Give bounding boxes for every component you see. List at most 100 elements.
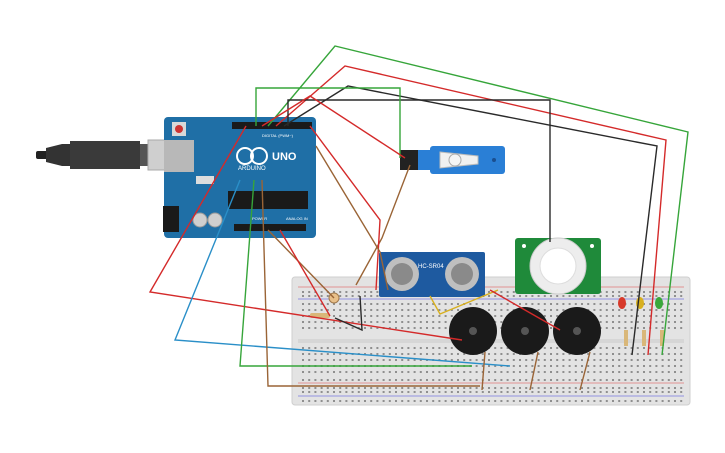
breadboard-hole bbox=[407, 303, 410, 305]
breadboard-hole bbox=[593, 379, 596, 381]
breadboard-hole bbox=[438, 347, 441, 349]
breadboard-hole bbox=[556, 365, 559, 367]
breadboard-hole bbox=[605, 400, 608, 402]
breadboard-hole bbox=[481, 391, 484, 393]
breadboard-hole bbox=[376, 315, 379, 317]
breadboard-hole bbox=[674, 291, 676, 293]
breadboard-hole bbox=[407, 379, 410, 381]
breadboard-hole bbox=[444, 353, 447, 355]
breadboard-hole bbox=[438, 315, 441, 317]
breadboard-hole bbox=[630, 315, 633, 317]
breadboard-hole bbox=[643, 321, 645, 323]
breadboard-hole bbox=[605, 359, 608, 361]
breadboard-hole bbox=[667, 347, 670, 349]
breadboard-hole bbox=[438, 327, 441, 329]
breadboard-hole bbox=[562, 365, 565, 367]
breadboard-hole bbox=[494, 303, 497, 305]
wire-red-pir bbox=[489, 289, 561, 331]
breadboard-hole bbox=[326, 347, 329, 349]
breadboard-hole bbox=[333, 391, 335, 393]
breadboard-hole bbox=[500, 353, 503, 355]
breadboard-hole bbox=[630, 400, 633, 402]
breadboard-hole bbox=[593, 371, 596, 373]
breadboard-hole bbox=[562, 303, 565, 305]
breadboard-hole bbox=[624, 400, 627, 402]
breadboard-hole bbox=[624, 365, 627, 367]
breadboard-hole bbox=[556, 315, 559, 317]
breadboard-hole bbox=[438, 379, 441, 381]
breadboard-hole bbox=[512, 295, 515, 297]
breadboard-hole bbox=[419, 309, 422, 311]
breadboard-hole bbox=[618, 315, 621, 317]
breadboard-hole bbox=[438, 387, 441, 389]
breadboard-hole bbox=[450, 303, 453, 305]
breadboard-hole bbox=[674, 379, 676, 381]
breadboard-hole bbox=[550, 359, 552, 361]
breadboard-hole bbox=[488, 371, 490, 373]
breadboard-hole bbox=[661, 391, 664, 393]
breadboard-hole bbox=[388, 379, 391, 381]
breadboard-hole bbox=[550, 315, 552, 317]
breadboard-hole bbox=[302, 400, 304, 402]
breadboard-hole bbox=[450, 371, 453, 373]
breadboard-hole bbox=[388, 387, 391, 389]
breadboard-hole bbox=[593, 391, 596, 393]
breadboard-hole bbox=[525, 379, 528, 381]
breadboard-hole bbox=[543, 387, 546, 389]
breadboard-hole bbox=[599, 295, 602, 297]
breadboard-hole bbox=[333, 387, 335, 389]
piezo-buzzer-3 bbox=[553, 307, 601, 355]
breadboard-hole bbox=[407, 353, 410, 355]
breadboard-hole bbox=[326, 391, 329, 393]
breadboard-hole bbox=[649, 291, 652, 293]
breadboard-hole bbox=[562, 371, 565, 373]
breadboard-hole bbox=[426, 327, 428, 329]
breadboard-hole bbox=[680, 400, 683, 402]
breadboard-hole bbox=[661, 387, 664, 389]
breadboard-hole bbox=[500, 359, 503, 361]
breadboard-hole bbox=[630, 371, 633, 373]
breadboard-hole bbox=[599, 400, 602, 402]
breadboard-hole bbox=[364, 291, 366, 293]
breadboard-hole bbox=[401, 400, 404, 402]
breadboard-hole bbox=[345, 327, 348, 329]
breadboard-hole bbox=[382, 387, 385, 389]
breadboard-hole bbox=[419, 321, 422, 323]
breadboard-hole bbox=[395, 347, 397, 349]
breadboard-hole bbox=[407, 309, 410, 311]
breadboard-hole bbox=[605, 391, 608, 393]
wire-black-pir bbox=[287, 99, 551, 242]
breadboard-hole bbox=[302, 379, 304, 381]
breadboard-hole bbox=[481, 303, 484, 305]
breadboard-hole bbox=[624, 359, 627, 361]
breadboard-hole bbox=[364, 321, 366, 323]
breadboard-hole bbox=[333, 327, 335, 329]
breadboard-hole bbox=[531, 365, 534, 367]
breadboard-hole bbox=[612, 353, 614, 355]
wire-green-long bbox=[239, 179, 472, 367]
breadboard-hole bbox=[674, 327, 676, 329]
breadboard-hole bbox=[302, 309, 304, 311]
breadboard-hole bbox=[475, 303, 478, 305]
breadboard-hole bbox=[382, 321, 385, 323]
breadboard-hole bbox=[382, 353, 385, 355]
breadboard-hole bbox=[599, 347, 602, 349]
breadboard-hole bbox=[357, 371, 360, 373]
breadboard-hole bbox=[345, 291, 348, 293]
breadboard-hole bbox=[543, 400, 546, 402]
breadboard-hole bbox=[661, 365, 664, 367]
led-resistors bbox=[624, 330, 664, 346]
breadboard-hole bbox=[314, 400, 317, 402]
breadboard-hole bbox=[320, 391, 323, 393]
breadboard-hole bbox=[364, 400, 366, 402]
breadboard-hole bbox=[314, 321, 317, 323]
breadboard-hole bbox=[612, 327, 614, 329]
breadboard-hole bbox=[550, 379, 552, 381]
breadboard-hole bbox=[320, 291, 323, 293]
breadboard-hole bbox=[475, 400, 478, 402]
breadboard-hole bbox=[432, 400, 435, 402]
breadboard-hole bbox=[581, 400, 583, 402]
breadboard-hole bbox=[370, 379, 373, 381]
breadboard-hole bbox=[581, 371, 583, 373]
breadboard-hole bbox=[395, 353, 397, 355]
